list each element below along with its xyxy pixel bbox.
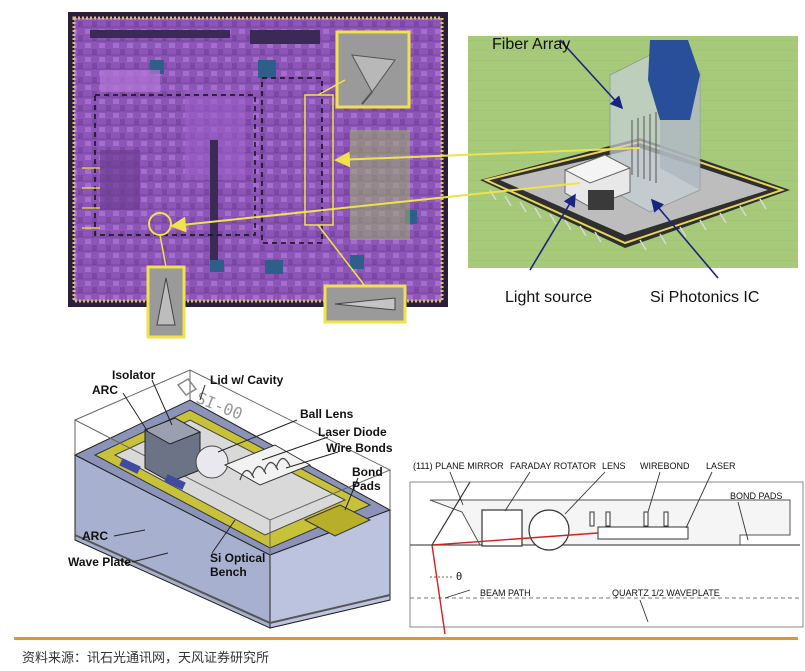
label-plane-mirror: (111) PLANE MIRROR — [413, 461, 504, 471]
label-laser-diode: Laser Diode — [318, 425, 387, 439]
inset-top — [335, 30, 411, 109]
label-lens: LENS — [602, 461, 626, 471]
label-fiber-array: Fiber Array — [492, 36, 570, 53]
label-arc-top: ARC — [92, 383, 118, 397]
module-drawing: SI-00 — [73, 369, 392, 629]
inset-bottom-right — [323, 284, 407, 324]
label-wire-bonds: Wire Bonds — [326, 441, 393, 455]
footer-rule — [14, 637, 798, 640]
module-leaders — [113, 379, 359, 563]
label-beam-path: BEAM PATH — [480, 588, 531, 598]
label-isolator: Isolator — [112, 368, 156, 382]
label-cross-bond-pads: BOND PADS — [730, 491, 782, 501]
label-lid: Lid w/ Cavity — [210, 373, 284, 387]
label-wirebond: WIREBOND — [640, 461, 690, 471]
inset-bottom-left — [146, 265, 186, 339]
label-theta: θ — [456, 571, 462, 583]
label-wave-plate: Wave Plate — [68, 555, 131, 569]
label-light-source: Light source — [505, 289, 592, 306]
label-si-photonics-ic: Si Photonics IC — [650, 289, 759, 306]
label-si-optical-2: Bench — [210, 565, 247, 579]
label-arc-bottom: ARC — [82, 529, 108, 543]
label-si-optical-1: Si Optical — [210, 551, 265, 565]
cross-leaders — [444, 471, 749, 623]
label-faraday-rotator: FARADAY ROTATOR — [510, 461, 597, 471]
label-ball-lens: Ball Lens — [300, 407, 354, 421]
cross-section — [409, 481, 804, 635]
connector-arrows — [170, 39, 719, 279]
label-waveplate: QUARTZ 1/2 WAVEPLATE — [612, 588, 720, 598]
chip-micrograph — [68, 12, 448, 339]
label-laser: LASER — [706, 461, 736, 471]
source-note: 资料来源：讯石光通讯网，天风证券研究所 — [22, 651, 270, 666]
label-bond-pads-2: Pads — [352, 479, 381, 493]
label-bond-pads-1: Bond — [352, 465, 383, 479]
